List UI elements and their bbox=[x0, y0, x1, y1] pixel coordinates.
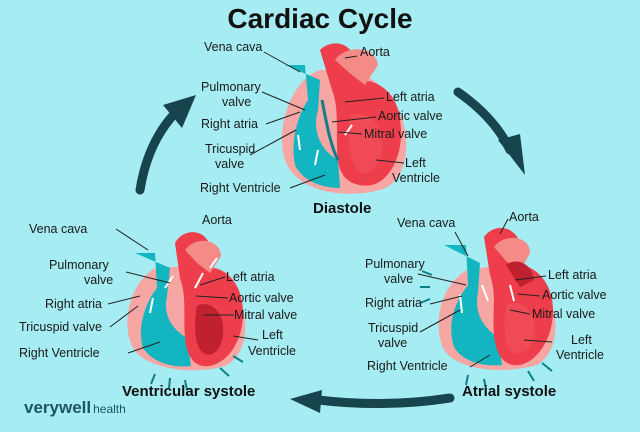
label-pulmonary-left: Pulmonary bbox=[49, 258, 109, 272]
label-vena-cava-top: Vena cava bbox=[204, 40, 263, 54]
label-pulmonary-valve-top: valve bbox=[222, 95, 252, 109]
label-aortic-valve-top: Aortic valve bbox=[378, 109, 443, 123]
label-tricuspid-valve-top: valve bbox=[215, 157, 245, 171]
label-mitral-valve-left: Mitral valve bbox=[234, 308, 298, 322]
label-aorta-top: Aorta bbox=[360, 45, 390, 59]
label-left-top: Left bbox=[405, 156, 426, 170]
arrowhead-right bbox=[498, 134, 525, 175]
label-tricuspid-top: Tricuspid bbox=[205, 142, 256, 156]
label-tricuspid-right: Tricuspid bbox=[368, 321, 419, 335]
label-right-ventricle-left: Right Ventricle bbox=[19, 346, 100, 360]
arrow-atrial-to-ventricular bbox=[313, 393, 455, 409]
label-left-atria-right: Left atria bbox=[548, 268, 597, 282]
heart-atrial-systole bbox=[419, 227, 556, 390]
label-right-atria-top: Right atria bbox=[201, 117, 258, 131]
label-left-ventricle-top: Ventricle bbox=[392, 171, 440, 185]
phase-diastole: Diastole bbox=[313, 200, 372, 217]
brand-name: verywell bbox=[24, 398, 92, 417]
label-right-ventricle-right: Right Ventricle bbox=[367, 359, 448, 373]
label-aortic-valve-left: Aortic valve bbox=[229, 291, 294, 305]
diagram-title: Cardiac Cycle bbox=[227, 3, 413, 34]
leader-lines-left bbox=[107, 228, 259, 354]
brand-suffix: health bbox=[93, 402, 126, 416]
phase-ventricular-systole: Ventricular systole bbox=[122, 383, 256, 400]
arrow-ventricular-to-diastole bbox=[135, 105, 183, 195]
label-left-ventricle-right: Ventricle bbox=[556, 348, 604, 362]
label-left-right: Left bbox=[571, 333, 592, 347]
label-right-atria-right: Right atria bbox=[365, 296, 422, 310]
leader-lines-right bbox=[417, 218, 553, 368]
label-vena-cava-left: Vena cava bbox=[29, 222, 88, 236]
label-pulmonary-valve-left: valve bbox=[84, 273, 114, 287]
arrowhead-bottom bbox=[290, 390, 322, 413]
label-aortic-valve-right: Aortic valve bbox=[542, 288, 607, 302]
label-tricuspid-valve-right: valve bbox=[378, 336, 408, 350]
label-pulmonary-top: Pulmonary bbox=[201, 80, 261, 94]
phase-atrial-systole: Atrial systole bbox=[462, 383, 557, 400]
label-left-atria-top: Left atria bbox=[386, 90, 435, 104]
label-left-ventricle-left: Ventricle bbox=[248, 344, 296, 358]
label-right-ventricle-top: Right Ventricle bbox=[200, 181, 281, 195]
leader-lines-top bbox=[249, 51, 405, 189]
label-mitral-valve-right: Mitral valve bbox=[532, 307, 596, 321]
arrowhead-top-left bbox=[163, 95, 196, 128]
label-pulmonary-valve-right: valve bbox=[384, 272, 414, 286]
heart-ventricular-systole bbox=[127, 232, 246, 391]
label-vena-cava-right: Vena cava bbox=[397, 216, 456, 230]
label-mitral-valve-top: Mitral valve bbox=[364, 127, 428, 141]
label-tricuspid-valve-left: Tricuspid valve bbox=[19, 320, 102, 334]
label-aorta-left: Aorta bbox=[202, 213, 232, 227]
label-left-left: Left bbox=[262, 328, 283, 342]
label-pulmonary-right: Pulmonary bbox=[365, 257, 425, 271]
label-left-atria-left: Left atria bbox=[226, 270, 275, 284]
label-aorta-right: Aorta bbox=[509, 210, 539, 224]
label-right-atria-left: Right atria bbox=[45, 297, 102, 311]
